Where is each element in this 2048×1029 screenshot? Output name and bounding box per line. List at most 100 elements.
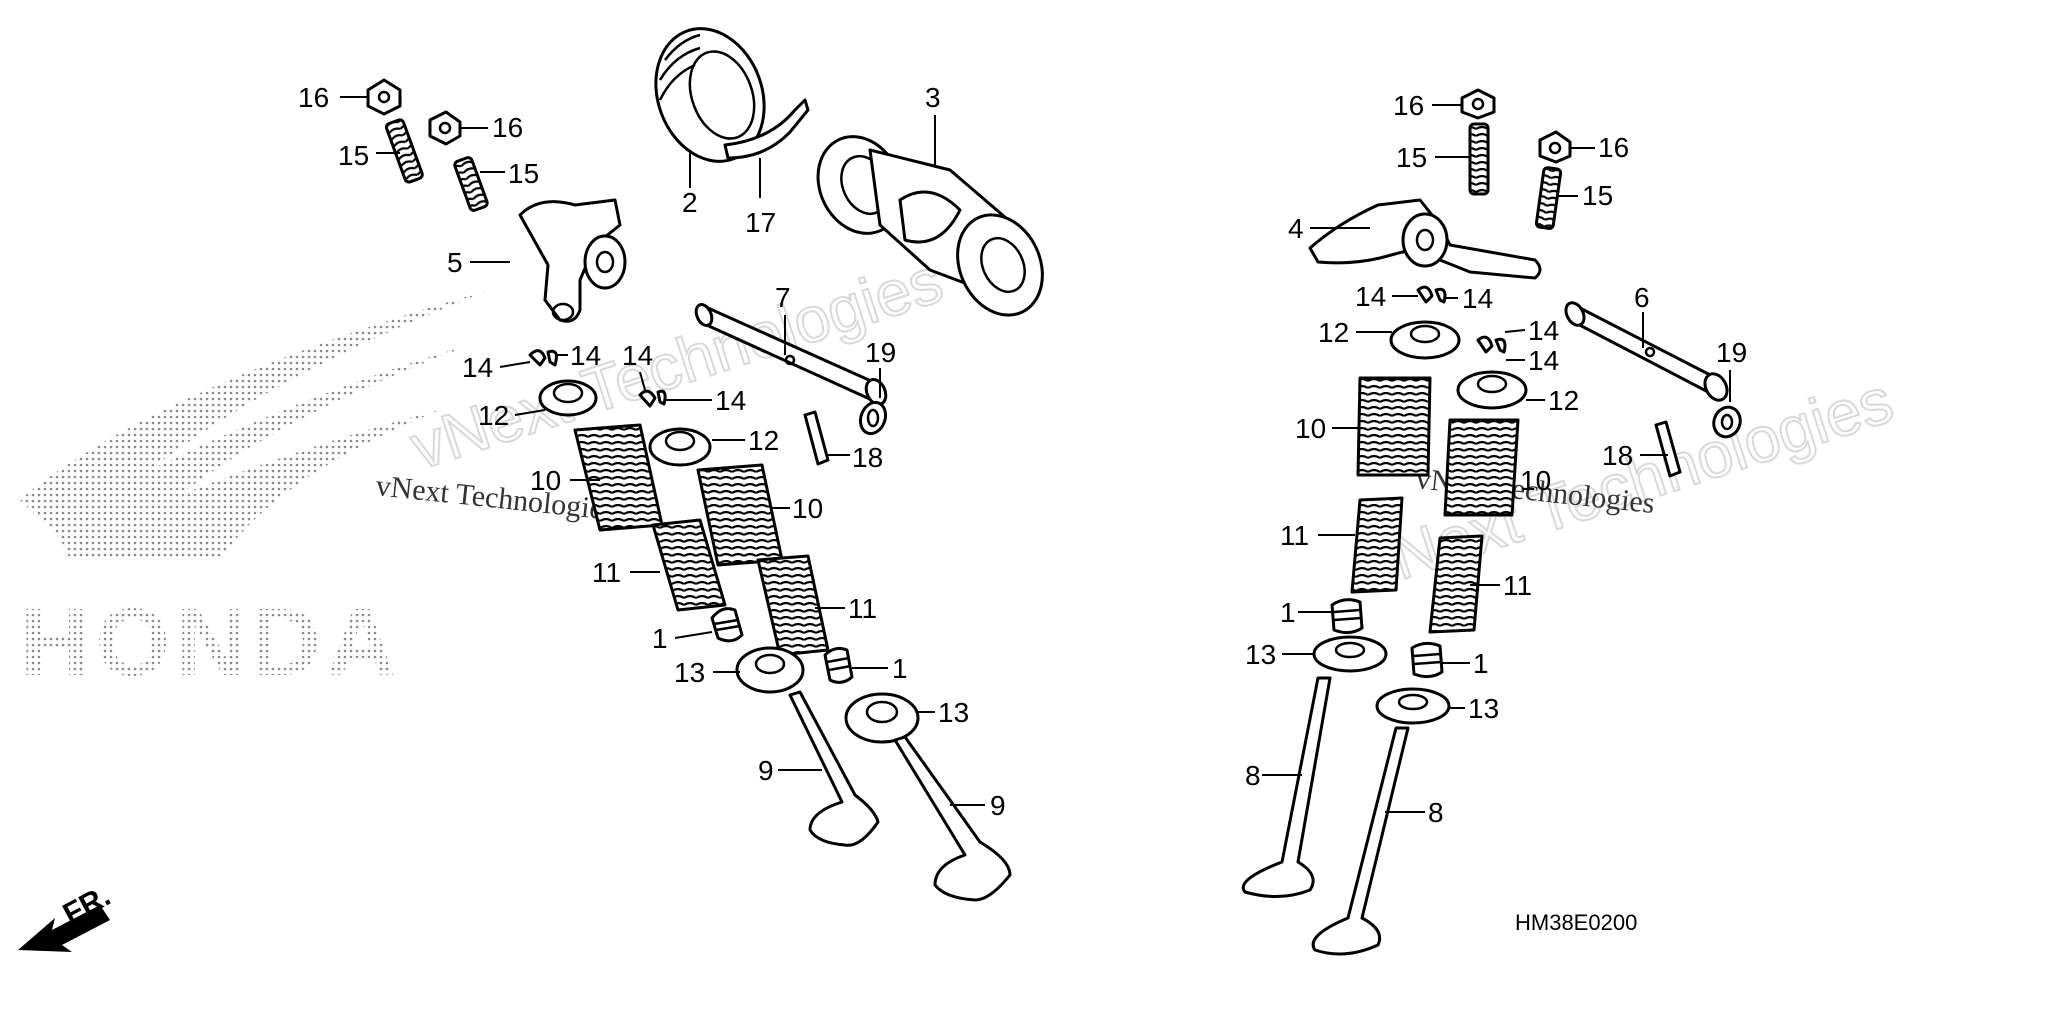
part-14-cotter-left-a [528, 349, 558, 367]
part-11-spring-left-b [756, 554, 830, 657]
callout-1: 1 [1280, 597, 1296, 628]
callout-14: 14 [1528, 315, 1559, 346]
part-14-cotter-right-a [1416, 285, 1447, 304]
part-12-retainer-left-b [648, 427, 712, 467]
part-16-nut-left-a [366, 78, 402, 116]
part-10-spring-right-b [1443, 418, 1520, 517]
callout-14: 14 [570, 340, 601, 371]
part-5-rocker-arm [518, 198, 627, 323]
callout-12: 12 [748, 425, 779, 456]
part-16-nut-right-a [1460, 88, 1496, 120]
callout-12: 12 [1548, 385, 1579, 416]
part-12-retainer-right-a [1389, 320, 1461, 360]
callout-16: 16 [492, 112, 523, 143]
callout-14: 14 [715, 385, 746, 416]
part-19-washer-left [858, 400, 888, 436]
part-15-stud-right-b [1534, 166, 1563, 230]
part-1-seal-left-a [710, 607, 744, 643]
callout-14: 14 [622, 340, 653, 371]
part-9-valve-left-b [893, 735, 1012, 902]
callout-labels: 16 16 15 15 5 2 17 3 7 19 18 14 14 14 14… [298, 82, 1747, 828]
callout-13: 13 [674, 657, 705, 688]
watermark-small-left: vNext Technologies [374, 469, 616, 527]
part-13-seat-left-b [844, 692, 920, 744]
part-18-pin-right [1654, 420, 1682, 478]
callout-7: 7 [775, 282, 791, 313]
part-6-rocker-shaft [1564, 301, 1729, 402]
callout-13: 13 [1468, 693, 1499, 724]
part-16-nut-left-b [428, 110, 462, 146]
part-16-nut-right-b [1538, 130, 1572, 164]
part-2-ring [654, 27, 766, 163]
callout-4: 4 [1288, 213, 1304, 244]
part-8-valve-right-a [1241, 676, 1332, 899]
callout-9: 9 [758, 755, 774, 786]
part-10-spring-right-a [1356, 376, 1432, 477]
callout-10: 10 [1295, 413, 1326, 444]
callout-8: 8 [1245, 760, 1261, 791]
callout-16: 16 [1393, 90, 1424, 121]
callout-11: 11 [1280, 520, 1309, 551]
callout-18: 18 [852, 442, 883, 473]
callout-15: 15 [1396, 142, 1427, 173]
part-15-stud-left-b [453, 156, 489, 212]
part-17-clip [723, 98, 810, 160]
watermark-right: vNext Technologies vNext Technologies [1351, 363, 1902, 605]
callout-10: 10 [792, 493, 823, 524]
part-12-retainer-right-b [1456, 370, 1528, 410]
callout-13: 13 [1245, 639, 1276, 670]
callout-3: 3 [925, 82, 941, 113]
callout-12: 12 [478, 400, 509, 431]
callout-15: 15 [1582, 180, 1613, 211]
part-14-cotter-right-b [1476, 335, 1507, 354]
callout-11: 11 [1503, 570, 1532, 601]
callout-14: 14 [462, 352, 493, 383]
callout-14: 14 [1355, 281, 1386, 312]
part-9-valve-left-a [788, 690, 880, 847]
callout-9: 9 [990, 790, 1006, 821]
part-15-stud-left-a [384, 118, 424, 184]
callout-1: 1 [1473, 648, 1489, 679]
callout-8: 8 [1428, 797, 1444, 828]
part-11-spring-right-b [1428, 534, 1484, 634]
callout-14: 14 [1528, 345, 1559, 376]
callout-19: 19 [1716, 337, 1747, 368]
part-10-spring-left-a [573, 423, 664, 532]
honda-logo-text: HONDA [20, 589, 402, 696]
part-13-seat-right-b [1375, 687, 1451, 725]
part-8-valve-right-b [1311, 726, 1410, 956]
callout-2: 2 [682, 187, 698, 218]
front-direction-arrow-icon: FR. [18, 879, 116, 952]
callout-12: 12 [1318, 317, 1349, 348]
part-4-rocker-arm [1308, 198, 1542, 280]
part-1-seal-right-b [1410, 641, 1444, 679]
part-12-retainer-left-a [538, 379, 598, 417]
part-11-spring-left-a [651, 518, 727, 612]
part-13-seat-left-a [735, 646, 805, 694]
part-13-seat-right-a [1312, 635, 1388, 673]
callout-14: 14 [1462, 283, 1493, 314]
callout-16: 16 [298, 82, 329, 113]
part-14-cotter-left-b [638, 389, 667, 408]
part-15-stud-right-a [1468, 122, 1490, 196]
diagram-code: HM38E0200 [1515, 910, 1637, 935]
part-3-camshaft [816, 135, 1044, 317]
part-10-spring-left-b [696, 463, 784, 567]
callout-15: 15 [508, 158, 539, 189]
callout-18: 18 [1602, 440, 1633, 471]
callout-19: 19 [865, 337, 896, 368]
callout-15: 15 [338, 140, 369, 171]
callout-10: 10 [530, 465, 561, 496]
callout-17: 17 [745, 207, 776, 238]
part-19-washer-right [1712, 405, 1742, 439]
callout-1: 1 [652, 623, 668, 654]
part-1-seal-right-a [1330, 598, 1364, 635]
part-1-seal-left-b [823, 646, 854, 684]
callout-5: 5 [447, 247, 463, 278]
honda-wing-logo: HONDA [20, 290, 490, 696]
part-18-pin-left [803, 410, 830, 466]
callout-6: 6 [1634, 282, 1650, 313]
callout-16: 16 [1598, 132, 1629, 163]
part-11-spring-right-a [1350, 496, 1404, 594]
